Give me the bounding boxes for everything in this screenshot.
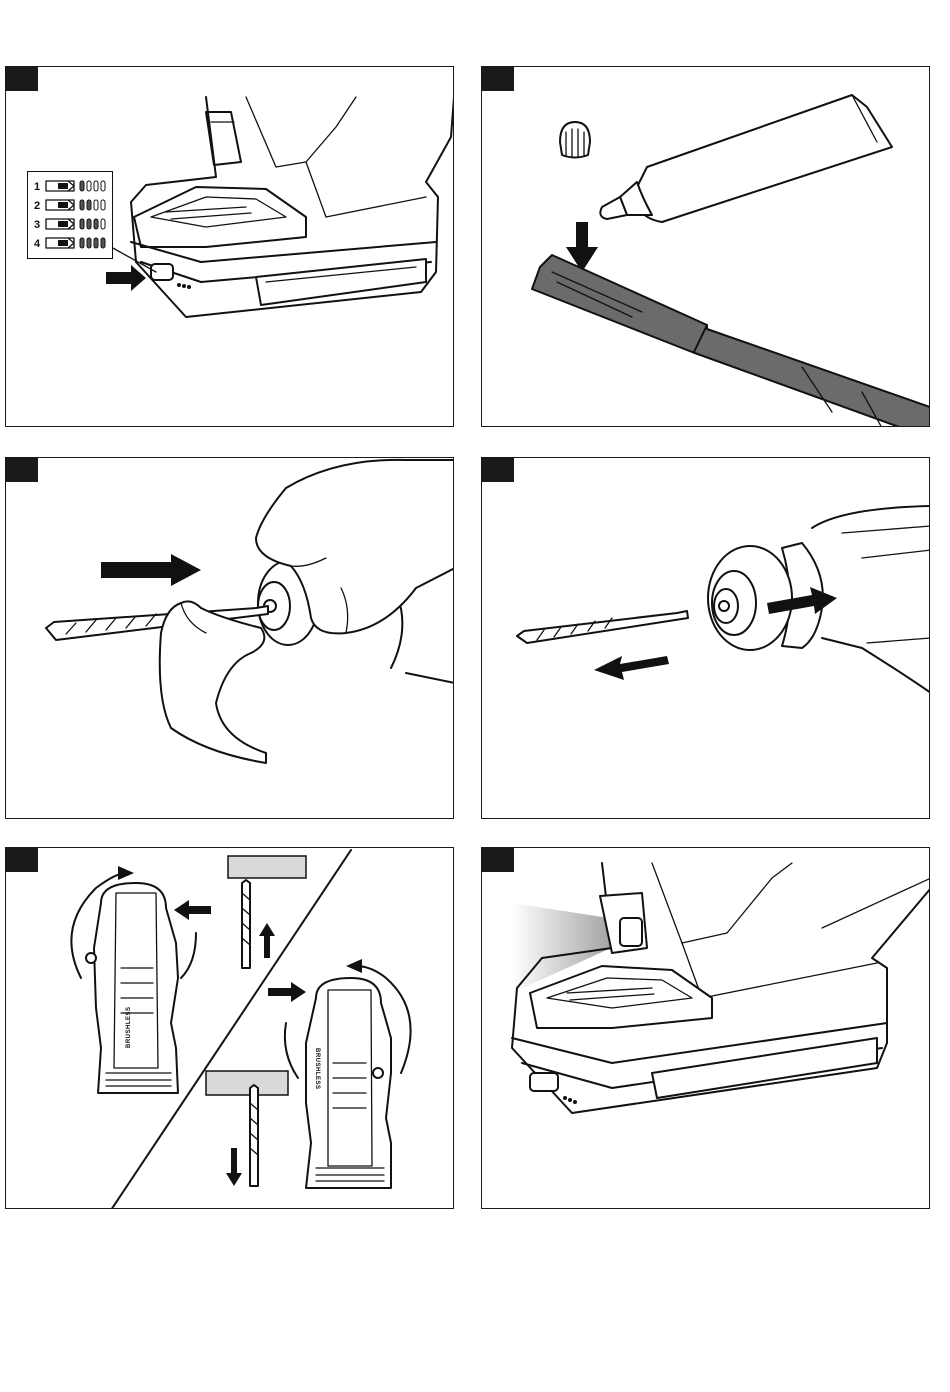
work-light-illustration xyxy=(482,848,930,1209)
tool-with-led xyxy=(512,863,930,1113)
grease-tube xyxy=(600,95,892,222)
concrete-block-top xyxy=(228,856,306,878)
figure-rotation-direction: BRUSHLESS BRUSHLESS xyxy=(5,847,454,1209)
battery-level-row: 3 xyxy=(34,219,105,231)
down-arrow xyxy=(226,1148,242,1186)
lower-hand xyxy=(160,601,266,763)
level-led xyxy=(101,181,105,191)
figure-grease-bit-shank xyxy=(481,66,930,427)
remove-arrow xyxy=(594,656,669,680)
level-led xyxy=(87,219,91,229)
grease-illustration xyxy=(482,67,930,427)
drill-bit-reverse xyxy=(250,1085,258,1186)
brand-label-forward: BRUSHLESS xyxy=(126,1006,132,1048)
battery-fill xyxy=(58,183,68,189)
figure-remove-drill-bit xyxy=(481,457,930,819)
battery-fill xyxy=(58,202,68,208)
tool-rear-view-forward xyxy=(86,883,178,1093)
battery-level-number: 2 xyxy=(34,200,40,212)
press-arrow xyxy=(106,265,146,291)
battery-level-row: 2 xyxy=(34,200,105,212)
level-led xyxy=(94,238,98,248)
concrete-block-bottom xyxy=(206,1071,288,1095)
battery-level-row: 4 xyxy=(34,238,105,250)
level-led xyxy=(80,219,84,229)
drill-bit-forward xyxy=(242,880,250,968)
level-led xyxy=(87,238,91,248)
level-led xyxy=(94,181,98,191)
level-led xyxy=(94,200,98,210)
rotation-illustration: BRUSHLESS BRUSHLESS xyxy=(6,848,454,1209)
led-light xyxy=(620,918,642,946)
brand-label-reverse: BRUSHLESS xyxy=(314,1048,320,1090)
figure-insert-drill-bit xyxy=(5,457,454,819)
insert-bit-illustration xyxy=(6,458,454,819)
removed-drill-bit xyxy=(517,611,688,643)
selector-arrow-forward xyxy=(174,900,211,920)
sds-drill-bit xyxy=(532,255,930,427)
battery-indicator-button xyxy=(151,264,173,280)
level-led xyxy=(80,238,84,248)
battery-level-number: 4 xyxy=(34,238,41,250)
level-led xyxy=(87,200,91,210)
level-led xyxy=(80,200,84,210)
battery-indicator-button xyxy=(530,1073,558,1091)
figure-battery-level-check: 1 2 3 4 xyxy=(5,66,454,427)
up-arrow xyxy=(259,923,275,958)
selector-arrow-reverse xyxy=(268,982,306,1002)
battery-fill xyxy=(58,240,68,246)
level-led xyxy=(80,181,84,191)
level-led xyxy=(87,181,91,191)
grease-tube-cap xyxy=(560,122,590,158)
level-led xyxy=(101,200,105,210)
battery-fill xyxy=(58,221,68,227)
battery-level-number: 1 xyxy=(34,181,40,193)
level-led xyxy=(101,238,105,248)
battery-level-legend: 1 2 3 4 xyxy=(27,171,113,259)
battery-level-number: 3 xyxy=(34,219,40,231)
level-led xyxy=(94,219,98,229)
figure-work-light xyxy=(481,847,930,1209)
battery-level-rows: 1 2 3 4 xyxy=(28,172,112,258)
insert-arrow xyxy=(101,554,201,586)
level-led xyxy=(101,219,105,229)
battery-level-row: 1 xyxy=(34,181,105,193)
remove-bit-illustration xyxy=(482,458,930,819)
